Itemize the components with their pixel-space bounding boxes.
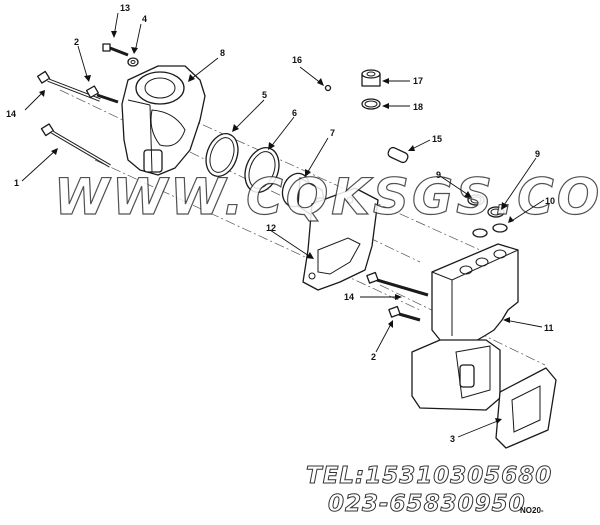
bolt-short-middle (388, 305, 421, 322)
callout-12: 12 (266, 223, 276, 233)
callout-14-lower: 14 (344, 292, 354, 302)
gasket-manifold (495, 367, 557, 449)
figure-code: NO20- (520, 506, 544, 515)
callout-1: 1 (14, 178, 19, 188)
callout-11: 11 (544, 323, 554, 333)
o-ring-large (205, 133, 239, 177)
gasket-thermostat (302, 187, 379, 291)
callout-3: 3 (450, 434, 455, 444)
seal-ring-right (467, 194, 485, 206)
small-pin (324, 84, 332, 92)
bolt-short-upper (85, 85, 119, 104)
callout-17: 17 (413, 76, 423, 86)
callout-15: 15 (432, 134, 442, 144)
watermark-text: WWW.CQKSGS.COM (54, 168, 600, 226)
callout-10: 10 (545, 196, 555, 206)
water-manifold (411, 243, 519, 411)
o-ring-small (361, 98, 381, 110)
plug (361, 69, 381, 87)
o-ring-pair (472, 223, 508, 238)
callout-9-right: 9 (535, 149, 540, 159)
callout-14-upper: 14 (6, 109, 16, 119)
callout-7: 7 (330, 128, 335, 138)
callout-9-left: 9 (436, 170, 441, 180)
callout-8: 8 (220, 48, 225, 58)
callout-6: 6 (292, 108, 297, 118)
bolt-long-lower (40, 123, 111, 168)
bolt-small-top (102, 43, 129, 57)
seal-ring-left (487, 206, 505, 218)
callout-5: 5 (262, 90, 267, 100)
sleeve (387, 146, 409, 164)
callout-4: 4 (142, 14, 147, 24)
callout-18: 18 (413, 102, 423, 112)
arrow-heads (39, 31, 514, 424)
contact-phone: 023-65830950 (328, 491, 526, 517)
washer-small-top (127, 57, 139, 67)
callout-2-upper: 2 (74, 37, 79, 47)
contact-tel: TEL:15310305680 (306, 463, 552, 489)
callout-labels: 13 4 2 8 16 17 14 5 6 18 7 15 1 9 9 10 1… (6, 3, 555, 444)
callout-2-lower: 2 (371, 352, 376, 362)
callout-16: 16 (292, 55, 302, 65)
bolt-long-middle (366, 271, 429, 297)
thermostat-housing (121, 65, 206, 176)
callout-13: 13 (120, 3, 130, 13)
